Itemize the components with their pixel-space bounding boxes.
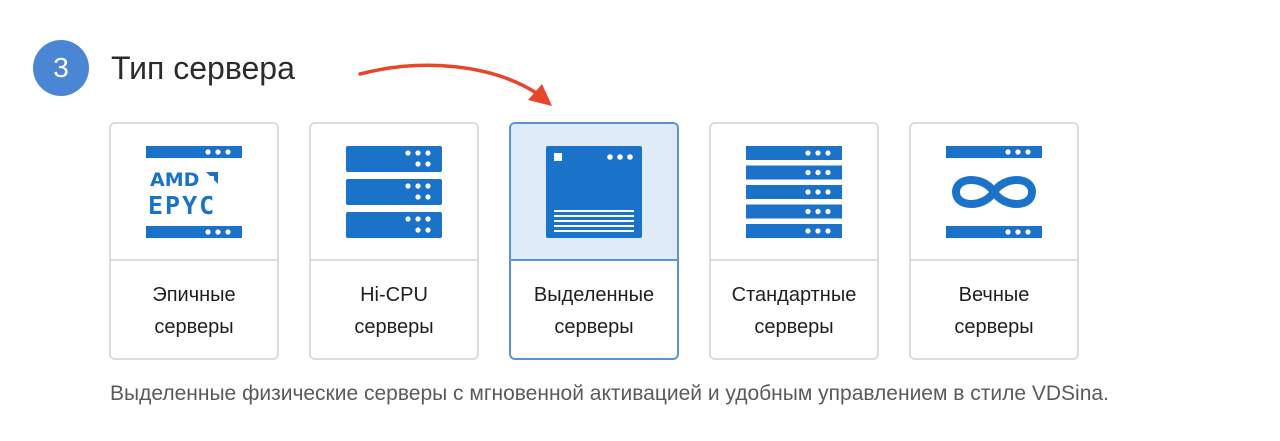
server-type-label: Выделенные серверы — [533, 283, 655, 338]
red-arrow-icon — [358, 63, 552, 106]
server-rack-icon — [346, 145, 442, 238]
step-number-badge: 3 — [33, 40, 89, 96]
server-type-label: Стандартные серверы — [731, 283, 857, 338]
server-type-card-standard[interactable]: Стандартные серверы — [709, 122, 879, 360]
standard-server-stack-icon — [746, 145, 842, 238]
dedicated-server-icon — [546, 145, 642, 238]
server-type-label: Hi-CPU серверы — [354, 283, 434, 338]
server-type-label: Эпичные серверы — [152, 283, 236, 338]
amd-epyc-server-icon: AMD EPYC — [146, 145, 242, 238]
server-type-card-dedicated[interactable]: Выделенные серверы — [509, 122, 679, 360]
server-type-card-eternal[interactable]: Вечные серверы — [909, 122, 1079, 360]
server-type-card-epic[interactable]: AMD EPYC Эпичные серверы — [109, 122, 279, 360]
server-type-description: Выделенные физические серверы с мгновенн… — [110, 382, 1109, 405]
server-type-label: Вечные серверы — [954, 283, 1034, 338]
amd-logo-text: AMD — [150, 169, 199, 191]
infinity-server-icon — [946, 145, 1042, 238]
epyc-logo-text: EPYC — [148, 191, 216, 220]
server-type-card-hi-cpu[interactable]: Hi-CPU серверы — [309, 122, 479, 360]
section-title: Тип сервера — [111, 50, 295, 86]
